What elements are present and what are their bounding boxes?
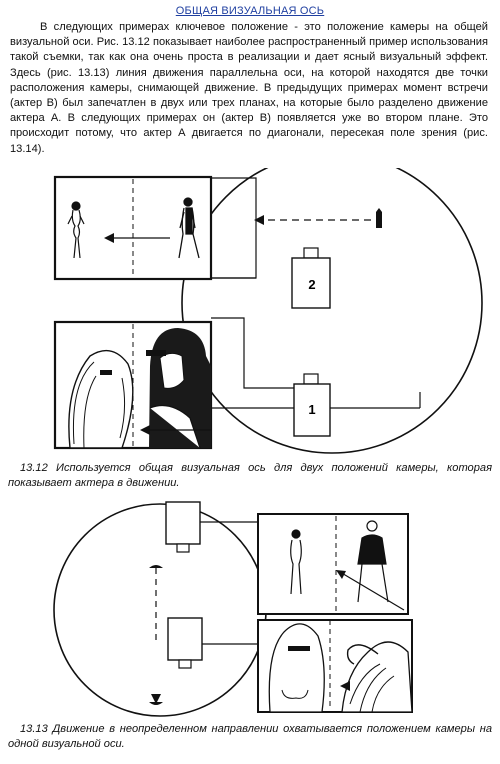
motion-axis (149, 565, 163, 705)
woman-figure (67, 201, 85, 259)
frame-upper (257, 513, 409, 615)
connection-lines-2 (200, 521, 258, 645)
caption-13-12-text: 13.12 Используется общая визуальная ось … (8, 462, 492, 489)
scene-circle-2 (53, 503, 267, 717)
camera-2-label: 2 (308, 277, 315, 292)
camera-1-label: 1 (308, 402, 315, 417)
camera-2 (291, 247, 331, 309)
frame-lower (257, 619, 413, 713)
figure-13-12: 2 1 (53, 168, 483, 454)
body-paragraph: В следующих примерах ключевое положение … (10, 21, 488, 155)
caption-13-12: 13.12 Используется общая визуальная ось … (8, 461, 492, 491)
camera-lower (167, 617, 203, 669)
frame-close-up (53, 320, 213, 450)
actor-motion-arrow (254, 208, 382, 228)
man-figure (178, 197, 200, 259)
section-heading: ОБЩАЯ ВИЗУАЛЬНАЯ ОСЬ (175, 5, 325, 17)
camera-1 (293, 373, 331, 437)
caption-13-13: 13.13 Движение в неопределенном направле… (8, 722, 492, 752)
scene-circle (181, 168, 483, 454)
figure-13-13 (53, 501, 413, 717)
camera-upper (165, 501, 201, 553)
frame-wide-shot (53, 175, 213, 281)
body-text: В следующих примерах ключевое положение … (10, 20, 488, 157)
caption-13-13-text: 13.13 Движение в неопределенном направле… (8, 723, 492, 750)
